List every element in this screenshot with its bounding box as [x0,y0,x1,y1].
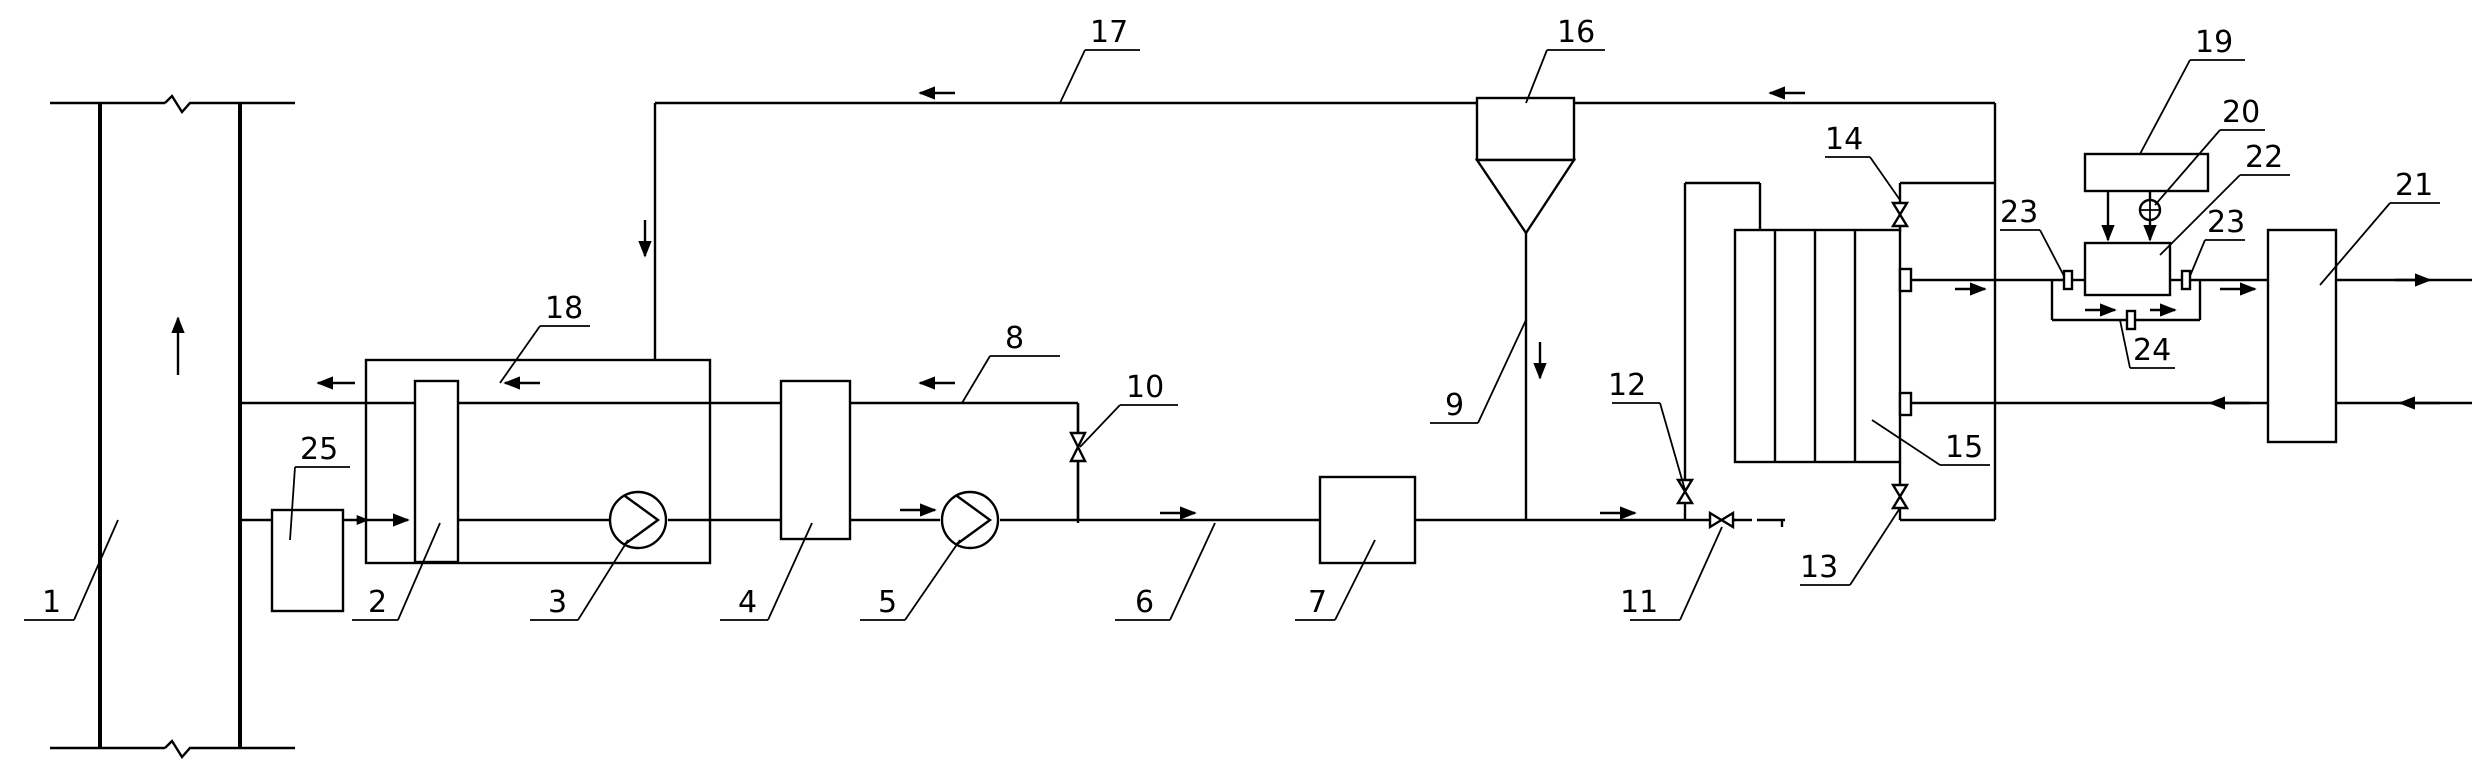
label-16: 16 [1557,15,1595,50]
component-21-box [2266,228,2338,444]
label-1: 1 [42,585,61,620]
pump-3 [608,490,668,550]
component-22-box [2083,241,2172,297]
sensor-24 [2125,309,2137,331]
label-12: 12 [1608,368,1646,403]
label-20: 20 [2222,95,2260,130]
bypass-12-line [1683,181,1762,520]
chimney-duct [50,94,295,759]
label-7: 7 [1308,585,1327,620]
valve-13 [1890,483,1910,510]
label-24: 24 [2133,333,2171,368]
outlet-line [1911,273,2472,322]
label-8: 8 [1005,321,1024,356]
bypass-loop [1898,103,1997,522]
label-11: 11 [1620,585,1658,620]
label-23-left: 23 [2000,195,2038,230]
valve-10 [1069,431,1087,463]
hopper-16 [1474,96,1577,520]
label-22: 22 [2245,140,2283,175]
heat-exchanger-2 [413,379,460,564]
label-13: 13 [1800,550,1838,585]
label-3: 3 [548,585,567,620]
label-18: 18 [545,291,583,326]
valve-14 [1890,201,1910,228]
recycle-line-17 [638,86,1995,360]
label-15: 15 [1945,430,1983,465]
component-19-box [2083,152,2210,193]
label-14: 14 [1825,122,1863,157]
label-6: 6 [1135,585,1154,620]
label-17: 17 [1090,15,1128,50]
label-25: 25 [300,432,338,467]
valve-12 [1675,478,1695,505]
valve-11 [1708,510,1735,530]
label-leaders [24,49,2440,621]
component-4-box [779,379,852,541]
pump-5 [940,490,1000,550]
component-7-box [1318,475,1417,565]
component-25-box [270,508,345,613]
sensor-23-left [2062,269,2074,291]
unit-15 [1733,228,1913,464]
label-9: 9 [1445,388,1464,423]
sensor-23-right [2180,269,2192,291]
label-19: 19 [2195,25,2233,60]
label-23-right: 23 [2207,205,2245,240]
label-4: 4 [738,585,757,620]
label-2: 2 [368,585,387,620]
label-5: 5 [878,585,897,620]
label-21: 21 [2395,168,2433,203]
label-10: 10 [1126,370,1164,405]
